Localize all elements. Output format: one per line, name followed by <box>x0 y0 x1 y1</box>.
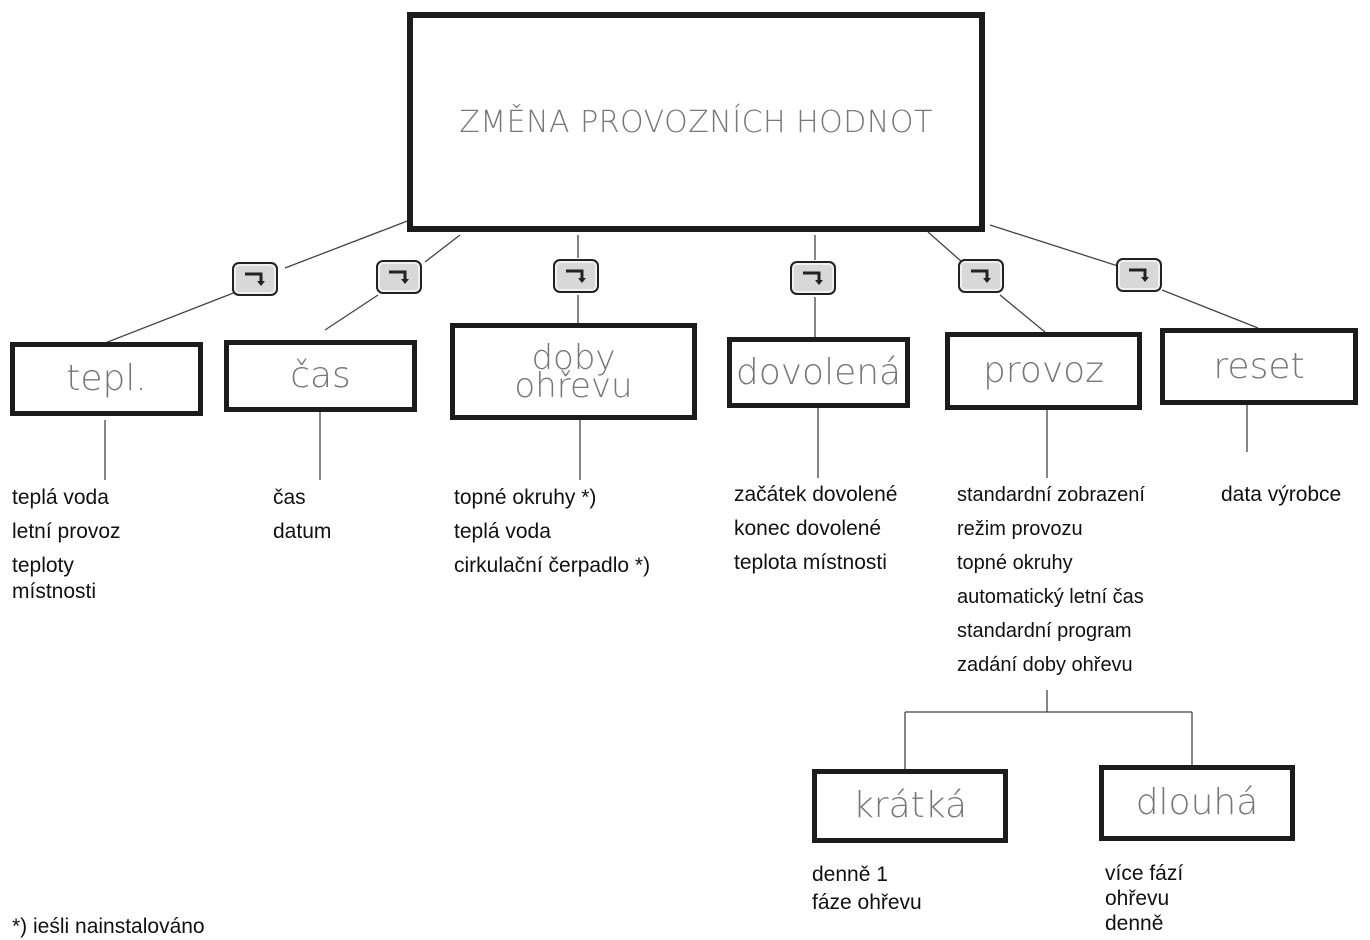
submenu-box-dlouha: dlouhá <box>1099 765 1295 841</box>
list-item: topné okruhy <box>957 552 1073 574</box>
menu-label-line1: doby <box>531 337 616 378</box>
list-item: cirkulační čerpadlo *) <box>454 554 651 577</box>
submenu-items-dlouha: více fází ohřevu denně <box>1105 861 1183 936</box>
enter-key-icon <box>1116 258 1162 292</box>
menu-label-line2: ohřevu <box>514 365 633 406</box>
enter-key-icon <box>958 259 1004 293</box>
list-item: zadání doby ohřevu <box>957 654 1133 676</box>
list-item: teplota místnosti <box>734 551 887 574</box>
list-item: data výrobce <box>1221 483 1342 506</box>
list-item: čas <box>273 486 306 509</box>
list-item: teplá voda <box>454 520 551 543</box>
list-item: automatický letní čas <box>957 586 1144 608</box>
list-item: fáze ohřevu <box>812 891 922 914</box>
menu-label: dovolená <box>735 351 902 393</box>
enter-key-icon <box>790 261 836 295</box>
root-box: ZMĚNA PROVOZNÍCH HODNOT <box>407 12 985 232</box>
menu-box-provoz: provoz <box>945 332 1142 410</box>
enter-key-icon <box>553 259 599 293</box>
submenu-box-kratka: krátká <box>812 769 1008 843</box>
menu-items-doby-ohrevu: topné okruhy *) teplá voda cirkulační če… <box>454 481 650 583</box>
menu-label: provoz <box>982 350 1105 391</box>
list-item: denně 1 <box>812 863 888 886</box>
menu-items-tepl: teplá voda letní provoz teploty místnost… <box>12 481 122 605</box>
menu-box-cas: čas <box>224 340 417 412</box>
menu-label: tepl. <box>66 358 147 399</box>
list-item: datum <box>273 520 332 543</box>
menu-label: čas <box>290 355 351 396</box>
list-item: více fází <box>1105 862 1184 885</box>
menu-box-reset: reset <box>1160 328 1358 405</box>
list-item: standardní zobrazení <box>957 484 1145 506</box>
menu-items-cas: čas datum <box>273 481 331 549</box>
submenu-label: krátká <box>852 785 968 826</box>
menu-box-tepl: tepl. <box>10 342 203 416</box>
list-item: topné okruhy *) <box>454 486 597 509</box>
list-item: začátek dovolené <box>734 483 898 506</box>
menu-box-doby-ohrevu: doby ohřevu <box>450 323 697 420</box>
enter-key-icon <box>376 260 422 294</box>
enter-key-icon <box>232 262 278 296</box>
list-item: ohřevu <box>1105 887 1170 910</box>
list-item: teploty místnosti <box>12 554 97 603</box>
submenu-label: dlouhá <box>1135 782 1259 823</box>
footnote: *) ieśli nainstalováno <box>12 915 205 938</box>
menu-box-dovolena: dovolená <box>727 337 910 408</box>
list-item: denně <box>1105 912 1164 935</box>
menu-items-reset: data výrobce <box>1221 478 1341 512</box>
menu-items-dovolena: začátek dovolené konec dovolené teplota … <box>734 478 897 580</box>
list-item: konec dovolené <box>734 517 882 540</box>
menu-label: reset <box>1213 345 1305 387</box>
submenu-items-kratka: denně 1 fáze ohřevu <box>812 861 922 917</box>
list-item: teplá voda <box>12 486 109 509</box>
root-title: ZMĚNA PROVOZNÍCH HODNOT <box>459 104 933 140</box>
list-item: standardní program <box>957 620 1132 642</box>
menu-items-provoz: standardní zobrazení režim provozu topné… <box>957 478 1145 682</box>
list-item: režim provozu <box>957 518 1083 540</box>
list-item: letní provoz <box>12 520 121 543</box>
